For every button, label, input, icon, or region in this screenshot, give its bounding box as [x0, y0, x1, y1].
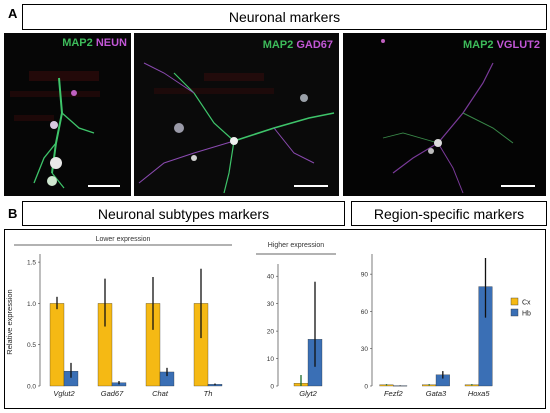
micrograph-vglut2-image [343, 33, 546, 196]
bar-cx-vglut2 [49, 303, 65, 387]
y-tick-label: 60 [361, 309, 369, 316]
panel-a-title: Neuronal markers [22, 4, 547, 30]
legend-swatch-cx [510, 297, 519, 306]
chart-frame [4, 229, 546, 409]
panel-a-letter: A [8, 6, 18, 21]
y-tick-label: 30 [361, 346, 369, 353]
y-tick-label: 10 [267, 356, 275, 363]
panel-a-title-text: Neuronal markers [228, 9, 341, 25]
group-title-1: Higher expression [268, 242, 325, 249]
legend-label-hb: Hb [522, 311, 531, 318]
y-axis-label: Relative expression [5, 289, 14, 354]
y-tick-label: 20 [267, 329, 275, 336]
panel-b-letter: B [8, 206, 18, 221]
x-tick-label: Fezf2 [384, 389, 404, 398]
micrograph-vglut2: MAP2 VGLUT2 [343, 33, 546, 196]
micrograph-gad67: MAP2 GAD67 [134, 33, 339, 196]
y-tick-label: 0 [364, 384, 368, 391]
micrograph-vglut2-label: MAP2 VGLUT2 [463, 39, 540, 51]
legend-swatch-hb [510, 308, 519, 317]
micrograph-neun-image [4, 33, 131, 196]
x-tick-label: Gata3 [426, 389, 447, 398]
y-tick-label: 0 [270, 384, 274, 391]
micrograph-gad67-image [134, 33, 339, 196]
label-map2: MAP2 [462, 39, 494, 51]
x-tick-label: Gad67 [101, 389, 124, 398]
y-tick-label: 90 [361, 272, 369, 279]
y-tick-label: 0.0 [27, 384, 36, 391]
y-tick-label: 0.5 [27, 342, 36, 349]
y-tick-label: 40 [267, 274, 275, 281]
group-title-0: Lower expression [96, 236, 151, 243]
label-gad67: GAD67 [296, 39, 333, 51]
panel-b-title-left-text: Neuronal subtypes markers [97, 205, 270, 222]
panel-b-title-right-text: Region-specific markers [373, 205, 525, 222]
label-map2: MAP2 [262, 39, 294, 51]
label-neun: NEUN [95, 37, 127, 49]
y-tick-label: 1.5 [27, 260, 36, 267]
y-tick-label: 30 [267, 301, 275, 308]
y-tick-label: 1.0 [27, 301, 36, 308]
label-map2: MAP2 [62, 37, 93, 49]
micrograph-gad67-label: MAP2 GAD67 [263, 39, 333, 51]
x-tick-label: Glyt2 [299, 389, 317, 398]
x-tick-label: Vglut2 [53, 389, 75, 398]
panel-b-title-right: Region-specific markers [351, 201, 547, 226]
micrograph-neun: MAP2 NEUN [4, 33, 131, 196]
label-vglut2: VGLUT2 [496, 39, 540, 51]
x-tick-label: Chat [152, 389, 169, 398]
legend-label-cx: Cx [522, 300, 531, 307]
x-tick-label: Th [204, 389, 213, 398]
x-tick-label: Hoxa5 [468, 389, 491, 398]
micrograph-neun-label: MAP2 NEUN [62, 37, 127, 49]
panel-b-title-left: Neuronal subtypes markers [22, 201, 345, 226]
